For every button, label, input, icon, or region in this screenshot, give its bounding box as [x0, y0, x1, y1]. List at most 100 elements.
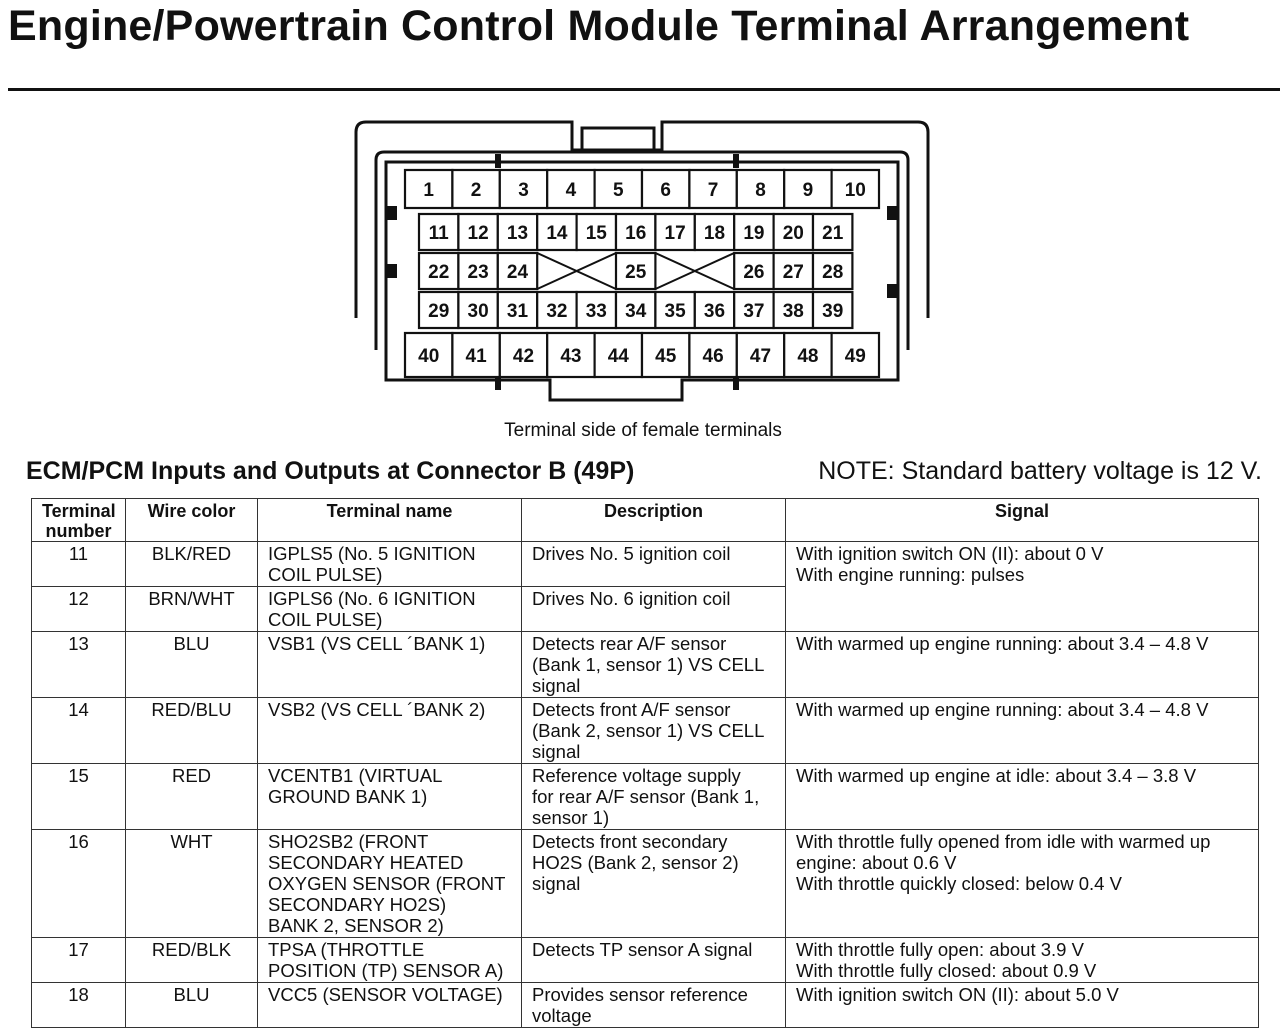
terminal-pin-number: 31: [507, 301, 529, 322]
terminal-pin-number: 48: [797, 346, 818, 367]
cell-line: With engine running: pulses: [796, 564, 1025, 585]
terminal-pin-number: 37: [743, 301, 764, 322]
terminal-cavity: [614, 212, 657, 252]
cell-line: VCC5 (SENSOR VOLTAGE): [268, 984, 503, 1005]
connector-body: [384, 160, 900, 402]
terminal-cavity: [811, 212, 854, 252]
cell-line: Drives No. 5 ignition coil: [532, 543, 731, 564]
cell-line: signal: [532, 741, 581, 762]
terminal-pin-number: 23: [468, 262, 489, 283]
terminal-pin-number: 25: [625, 262, 647, 283]
terminal-cavity: [811, 290, 854, 330]
terminal-cavity: [830, 168, 881, 210]
terminal-cavity: [451, 168, 501, 210]
terminal-pin-number: 32: [546, 301, 567, 322]
cell-wire-color: RED: [125, 763, 258, 830]
terminal-pin-number: 49: [845, 346, 866, 367]
terminal-cavity: [614, 251, 657, 291]
cell-line: GROUND BANK 1): [268, 786, 428, 807]
terminal-pin-number: 46: [703, 346, 724, 367]
terminal-pin-number: 14: [546, 223, 568, 244]
terminal-pin-number: 21: [822, 223, 844, 244]
terminal-pin-number: 10: [845, 180, 866, 201]
cell-line: With warmed up engine running: about 3.4…: [796, 633, 1209, 654]
terminal-pin-number: 3: [518, 180, 529, 201]
cell-terminal-number: 12: [31, 586, 126, 632]
page-title: Engine/Powertrain Control Module Termina…: [8, 2, 1190, 50]
cell-line: Detects TP sensor A signal: [532, 939, 753, 960]
terminal-pin-number: 7: [708, 180, 719, 201]
cell-line: SECONDARY HO2S): [268, 894, 447, 915]
terminal-cavity: [735, 168, 786, 210]
terminal-pin-number: 13: [507, 223, 528, 244]
terminal-cavity: [640, 168, 691, 210]
connector-caption: Terminal side of female terminals: [504, 420, 782, 441]
cell-wire-color: WHT: [125, 829, 258, 938]
terminal-pin-number: 19: [743, 223, 764, 244]
cell-line: Drives No. 6 ignition coil: [532, 588, 731, 609]
cell-wire-color: BLU: [125, 982, 258, 1028]
terminal-pin-number: 36: [704, 301, 725, 322]
terminal-pin-number: 8: [755, 180, 766, 201]
cell-terminal-number: 15: [31, 763, 126, 830]
terminal-cavity: [536, 212, 578, 252]
cell-terminal-number: 16: [31, 829, 126, 938]
terminal-cavity: [403, 331, 454, 379]
cell-description: Detects TP sensor A signal: [521, 937, 786, 983]
terminal-pin-number: 41: [466, 346, 488, 367]
col-header-signal: Signal: [785, 498, 1259, 542]
terminal-pin-number: 20: [783, 223, 804, 244]
cell-line: VSB2 (VS CELL ´BANK 2): [268, 699, 486, 720]
terminal-pin-number: 22: [428, 262, 449, 283]
cell-signal: With ignition switch ON (II): about 5.0 …: [785, 982, 1259, 1028]
cell-line: With throttle quickly closed: below 0.4 …: [796, 873, 1122, 894]
cell-signal: With warmed up engine running: about 3.4…: [785, 697, 1259, 764]
cell-line: With warmed up engine running: about 3.4…: [796, 699, 1209, 720]
cell-line: Detects rear A/F sensor: [532, 633, 727, 654]
terminal-cavity: [614, 290, 657, 330]
terminal-pin-number: 24: [507, 262, 529, 283]
cell-terminal-number: 11: [31, 541, 126, 587]
terminal-pin-number: 34: [625, 301, 647, 322]
cell-terminal-name: VSB1 (VS CELL ´BANK 1): [257, 631, 522, 698]
cell-description: Detects rear A/F sensor(Bank 1, sensor 1…: [521, 631, 786, 698]
terminal-cavity: [498, 331, 549, 379]
terminal-cavity: [575, 290, 618, 330]
cell-line: SHO2SB2 (FRONT: [268, 831, 429, 852]
cell-description: Detects front A/F sensor(Bank 2, sensor …: [521, 697, 786, 764]
connector-latch: [580, 126, 656, 152]
terminal-pin-number: 27: [783, 262, 804, 283]
cell-terminal-number: 14: [31, 697, 126, 764]
voltage-note: NOTE: Standard battery voltage is 12 V.: [818, 457, 1262, 485]
section-title: ECM/PCM Inputs and Outputs at Connector …: [26, 457, 635, 485]
cell-line: COIL PULSE): [268, 564, 383, 585]
terminal-cavity: [733, 290, 775, 330]
terminal-cavity: [457, 251, 499, 291]
terminal-cavity: [575, 212, 618, 252]
col-header-terminal-line1: Terminal: [42, 501, 116, 521]
cell-line: With throttle fully closed: about 0.9 V: [796, 960, 1097, 981]
terminal-pin-number: 45: [655, 346, 677, 367]
terminal-pin-number: 47: [750, 346, 771, 367]
terminal-pin-number: 30: [468, 301, 489, 322]
cell-line: Provides sensor reference: [532, 984, 748, 1005]
terminal-pin-number: 42: [513, 346, 534, 367]
cell-terminal-number: 17: [31, 937, 126, 983]
terminal-cavity: [733, 251, 775, 291]
blocked-cavity-mark: [536, 252, 617, 290]
terminal-pin-number: 44: [608, 346, 630, 367]
terminal-pin-number: 26: [743, 262, 764, 283]
cell-signal: With throttle fully opened from idle wit…: [785, 829, 1259, 938]
blocked-cavity-mark: [654, 252, 735, 290]
cell-signal: [785, 586, 1259, 632]
terminal-pin-number: 2: [471, 180, 482, 201]
